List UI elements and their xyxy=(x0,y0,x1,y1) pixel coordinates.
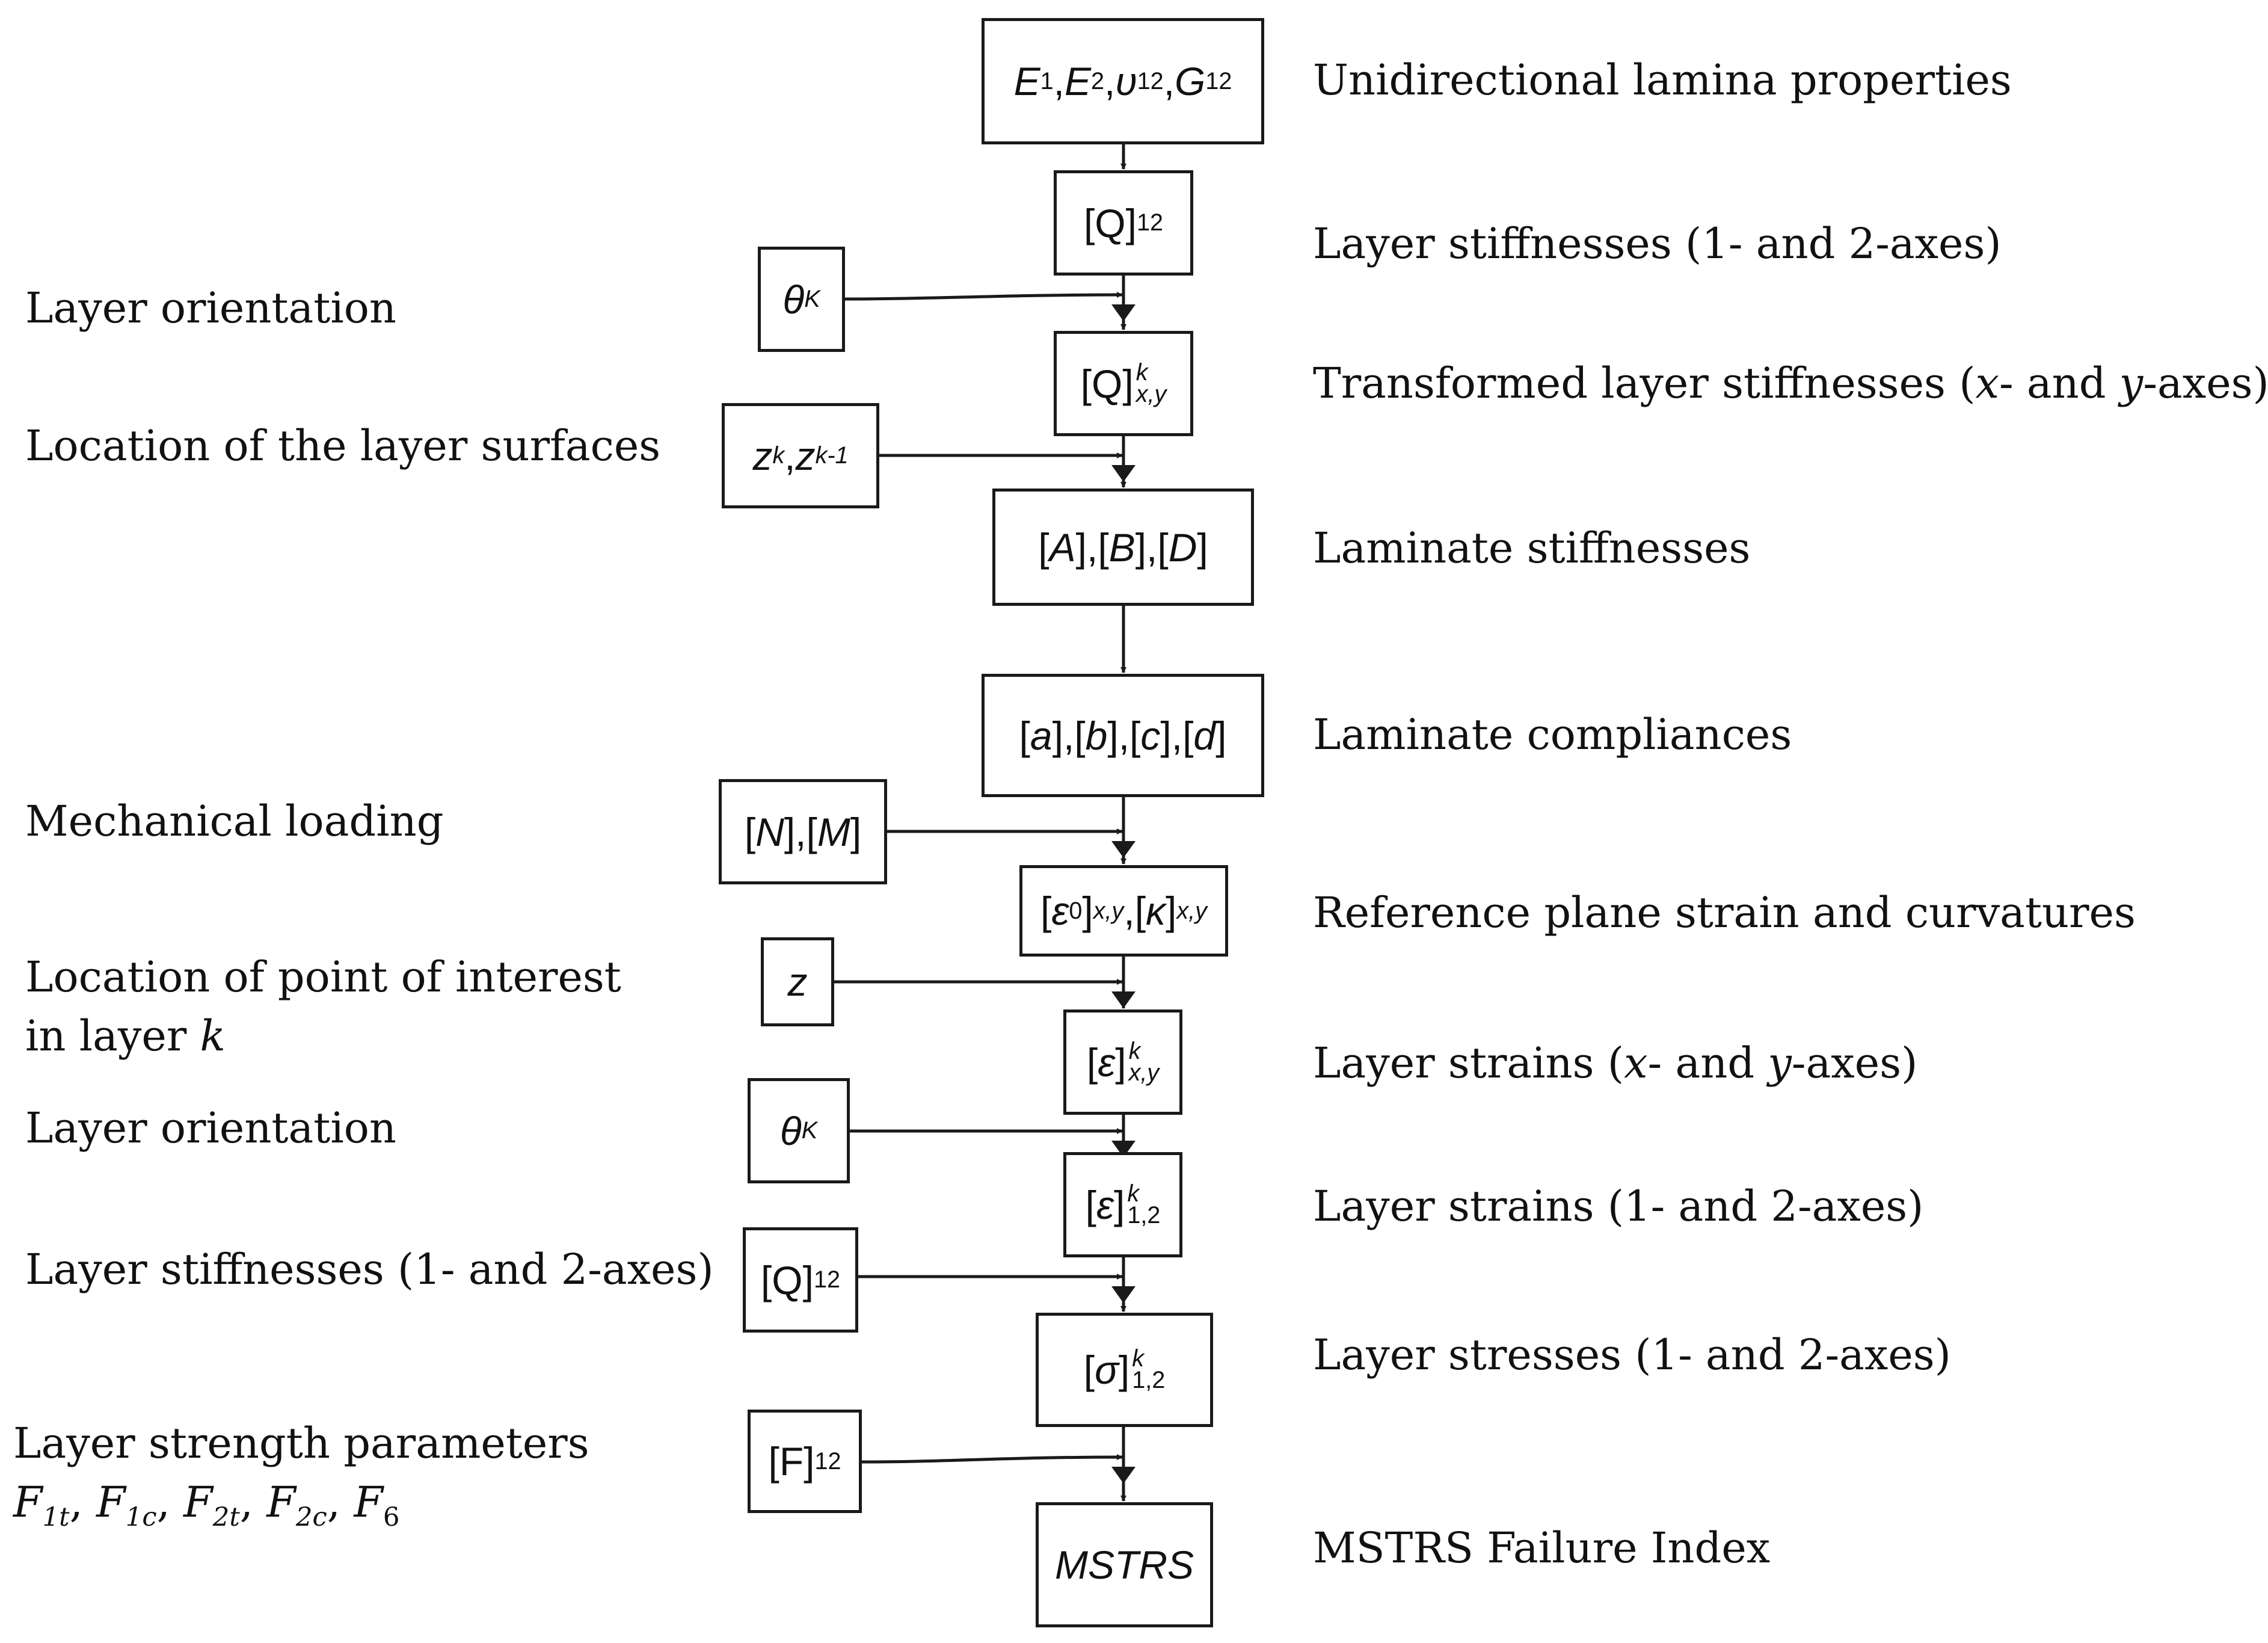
box-z: z xyxy=(761,937,834,1026)
arrowhead-join-2 xyxy=(1111,465,1136,482)
box-abd: [A], [B], [D] xyxy=(992,489,1254,606)
box-q12: [Q]12 xyxy=(1054,170,1193,276)
arrowhead-join-4 xyxy=(1111,991,1136,1008)
arrowhead-join-5 xyxy=(1111,1141,1136,1157)
arrow-h-theta-1 xyxy=(844,292,1123,301)
label-layer-stiffnesses-left: Layer stiffnesses (1- and 2-axes) xyxy=(25,1245,714,1294)
label-layer-strains-xy: Layer strains (x- and y-axes) xyxy=(1313,1038,1918,1088)
box-q12-2: [Q]12 xyxy=(743,1227,858,1333)
label-strength-parameters: Layer strength parameters F1t, F1c, F2t,… xyxy=(13,1419,589,1532)
arrowhead-join-1 xyxy=(1111,304,1136,321)
label-mechanical-loading: Mechanical loading xyxy=(25,797,444,846)
box-nm: [N], [M] xyxy=(719,779,887,884)
label-layer-strains-12: Layer strains (1- and 2-axes) xyxy=(1313,1182,1924,1231)
label-lamina-properties: Unidirectional lamina properties xyxy=(1313,55,2012,105)
arrowhead-join-3 xyxy=(1111,841,1136,858)
label-laminate-compliances: Laminate compliances xyxy=(1313,710,1792,759)
arrowhead-join-6 xyxy=(1111,1286,1136,1303)
label-layer-surfaces: Location of the layer surfaces xyxy=(25,421,661,470)
label-transformed-stiffnesses: Transformed layer stiffnesses (x- and y-… xyxy=(1313,359,2268,408)
arrowhead-join-7 xyxy=(1111,1467,1136,1484)
arrow-h-f12 xyxy=(861,1454,1123,1464)
box-mstrs: MSTRS xyxy=(1036,1502,1213,1627)
box-f12: [F]12 xyxy=(748,1410,862,1513)
label-layer-stresses: Layer stresses (1- and 2-axes) xyxy=(1313,1330,1951,1379)
label-point-of-interest: Location of point of interest in layer k xyxy=(25,952,621,1061)
label-layer-orientation-2: Layer orientation xyxy=(25,1103,397,1153)
label-laminate-stiffnesses: Laminate stiffnesses xyxy=(1313,523,1751,573)
label-layer-orientation-1: Layer orientation xyxy=(25,283,397,333)
label-reference-plane: Reference plane strain and curvatures xyxy=(1313,888,2136,937)
box-abcd: [a], [b], [c], [d] xyxy=(982,674,1264,797)
label-layer-stiffnesses-right: Layer stiffnesses (1- and 2-axes) xyxy=(1313,219,2002,268)
label-failure-index: MSTRS Failure Index xyxy=(1313,1523,1771,1573)
